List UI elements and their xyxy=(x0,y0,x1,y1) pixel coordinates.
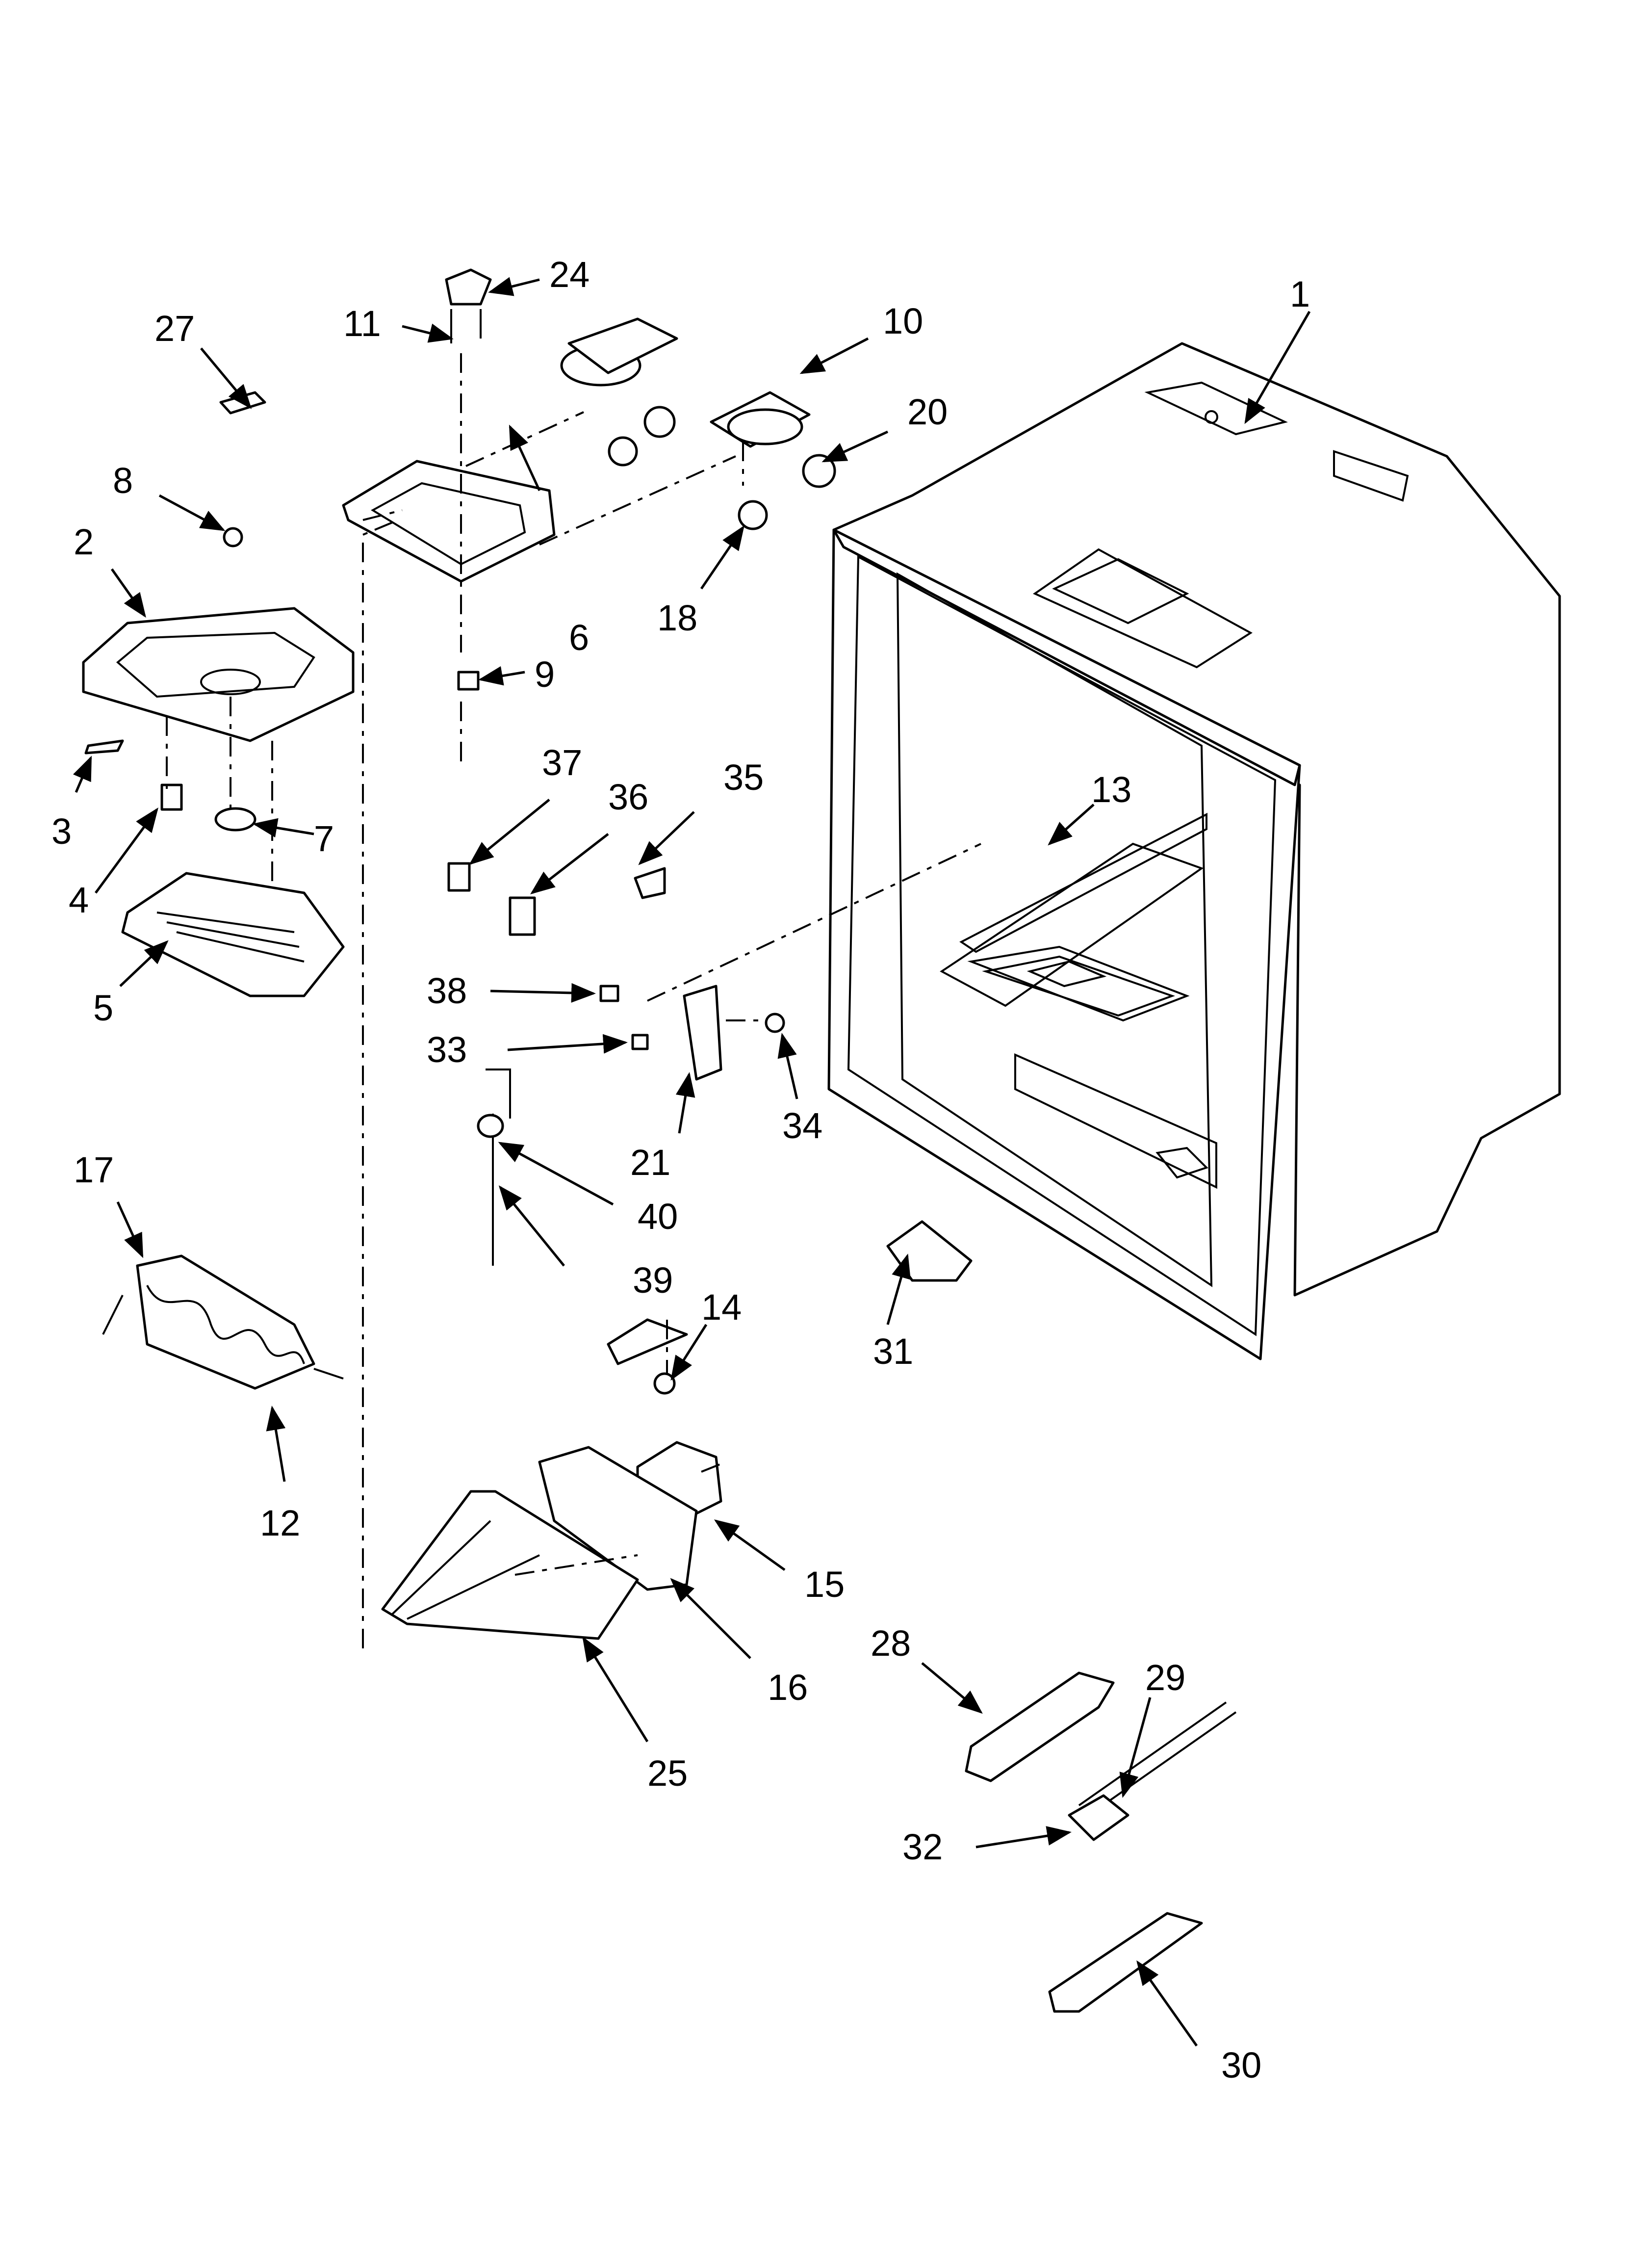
callout-5: 5 xyxy=(93,988,113,1028)
callout-35: 35 xyxy=(723,757,764,798)
callout-15: 15 xyxy=(804,1564,845,1605)
callout-38: 38 xyxy=(427,970,467,1011)
callout-labels: 1 2 3 4 5 6 7 8 9 10 11 12 13 14 15 16 1… xyxy=(51,254,1310,2086)
callout-28: 28 xyxy=(871,1623,911,1664)
callout-4: 4 xyxy=(69,880,89,920)
callout-6: 6 xyxy=(569,617,589,658)
callout-37: 37 xyxy=(542,742,582,783)
callout-30: 30 xyxy=(1221,2045,1261,2086)
callout-18: 18 xyxy=(657,598,697,638)
leader-arrows xyxy=(73,277,1311,2047)
refrigerator-liner xyxy=(827,342,1561,1360)
assembly-lines xyxy=(166,353,981,1648)
callout-36: 36 xyxy=(608,777,648,817)
callout-20: 20 xyxy=(907,391,948,432)
callout-8: 8 xyxy=(113,460,133,501)
heater-assembly xyxy=(102,1254,344,1390)
callout-29: 29 xyxy=(1145,1657,1185,1698)
callout-9: 9 xyxy=(535,654,555,695)
callout-12: 12 xyxy=(260,1503,300,1543)
callout-21: 21 xyxy=(630,1142,670,1183)
callout-39: 39 xyxy=(633,1260,673,1301)
callout-7: 7 xyxy=(314,818,334,859)
callout-33: 33 xyxy=(427,1029,467,1070)
shelf-supports xyxy=(965,1671,1237,2013)
callout-14: 14 xyxy=(701,1287,742,1328)
callout-1: 1 xyxy=(1290,274,1310,314)
callout-17: 17 xyxy=(74,1149,114,1190)
callout-11: 11 xyxy=(343,303,381,344)
callout-2: 2 xyxy=(74,521,94,562)
light-housing-assembly xyxy=(219,268,836,691)
small-parts-group xyxy=(447,862,973,1282)
callout-27: 27 xyxy=(154,308,195,349)
callout-10: 10 xyxy=(883,301,923,341)
callout-34: 34 xyxy=(782,1105,822,1146)
callout-31: 31 xyxy=(873,1331,913,1372)
callout-40: 40 xyxy=(638,1196,678,1237)
callout-13: 13 xyxy=(1091,769,1131,810)
water-valve-and-housings xyxy=(381,1318,722,1640)
callout-16: 16 xyxy=(768,1667,808,1708)
callout-32: 32 xyxy=(902,1826,943,1867)
callout-3: 3 xyxy=(51,811,72,852)
callout-24: 24 xyxy=(549,254,590,295)
control-housing xyxy=(82,607,355,997)
callout-25: 25 xyxy=(647,1753,688,1794)
